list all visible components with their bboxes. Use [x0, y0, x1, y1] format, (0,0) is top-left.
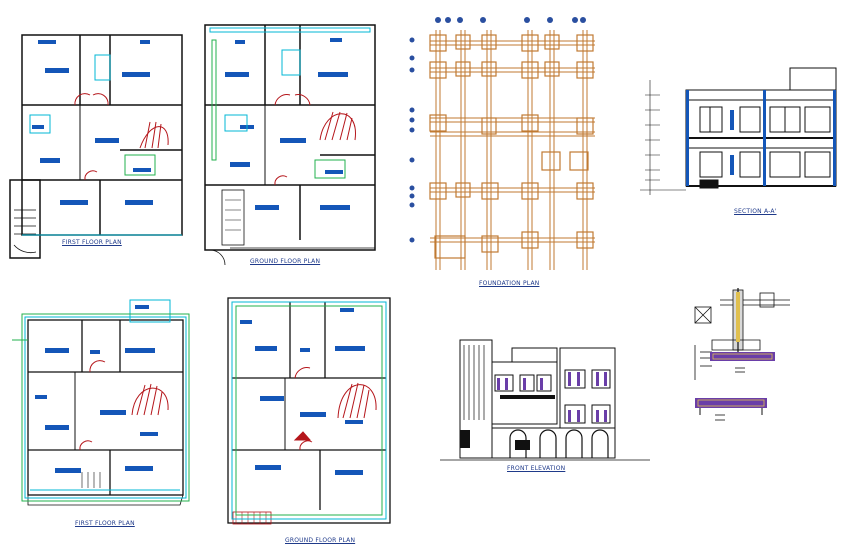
first-floor-bottom-green	[12, 313, 190, 502]
ground-floor-plan-bottom	[227, 297, 391, 525]
beam-detail-2	[695, 398, 767, 415]
first-floor-bottom-cyan	[24, 299, 187, 499]
front-elevation-caption: FRONT ELEVATION	[507, 465, 566, 472]
first-floor-top-green	[124, 154, 156, 176]
ground-floor-bottom-green	[235, 305, 383, 516]
ground-floor-bottom-cyan	[231, 301, 387, 520]
first-floor-bottom-doors	[79, 360, 169, 488]
front-elevation	[440, 339, 650, 461]
ground-floor-plan-caption-top: GROUND FLOOR PLAN	[250, 258, 321, 265]
ground-floor-top-doors	[274, 94, 356, 186]
ground-floor-plan-caption-bottom: GROUND FLOOR PLAN	[285, 537, 356, 544]
ground-floor-plan-top	[204, 24, 376, 266]
foundation-grid	[430, 30, 595, 270]
foundation-plan	[409, 17, 595, 270]
ground-floor-top-labels	[225, 38, 350, 210]
first-floor-top-cyan	[22, 54, 182, 236]
detail-yellow-column	[736, 292, 740, 342]
first-floor-bottom-labels	[35, 305, 158, 473]
first-floor-plan-top	[9, 34, 183, 259]
first-floor-top-labels	[32, 40, 153, 205]
section-colored-walls	[686, 90, 836, 186]
ground-floor-top-cyan	[209, 27, 371, 132]
first-floor-top-doors	[74, 93, 169, 181]
ground-floor-bottom-labels	[240, 308, 365, 475]
foundation-plan-caption: FOUNDATION PLAN	[479, 280, 540, 287]
section-caption: SECTION A-A'	[734, 208, 777, 215]
ground-floor-top-green	[211, 39, 346, 179]
beam-detail-1	[710, 352, 775, 361]
front-elevation-dark	[460, 395, 555, 450]
section-drawing	[640, 67, 837, 195]
ground-floor-bottom-doors	[293, 367, 377, 451]
first-floor-plan-caption-bottom: FIRST FLOOR PLAN	[75, 520, 135, 527]
foundation-footings	[429, 34, 594, 259]
foundation-axis-bubbles	[409, 17, 586, 243]
front-elevation-purple	[497, 372, 607, 422]
first-floor-plan-caption-top: FIRST FLOOR PLAN	[62, 239, 122, 246]
first-floor-plan-bottom	[27, 319, 184, 506]
